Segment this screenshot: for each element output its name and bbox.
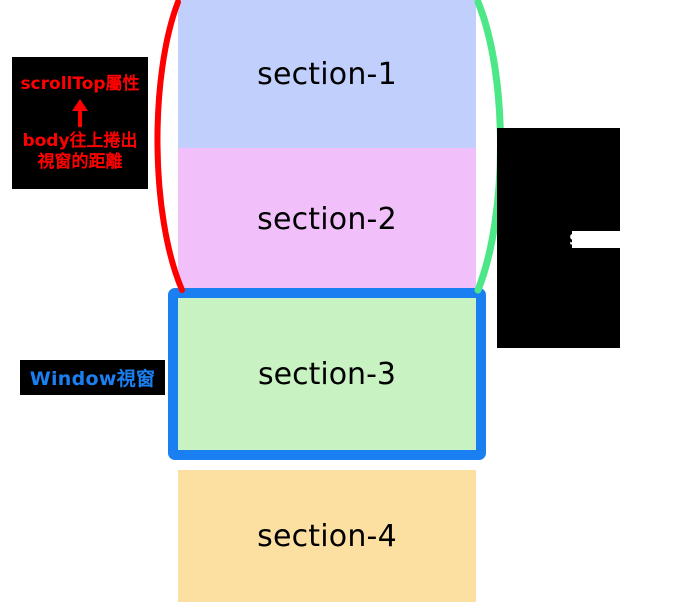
scrolltop-body-line-2: 視窗的距離 [37,151,123,172]
section-1-label: section-1 [257,56,397,92]
section-1-block: section-1 [178,0,476,148]
section-3-label: section-3 [258,356,396,392]
section-2-label: section-2 [257,201,397,237]
scrolltop-body-line-1: body往上捲出 [22,130,138,151]
up-arrow-icon [72,98,88,127]
section-2-block: section-2 [178,148,476,290]
scrolltop-annotation: scrollTop屬性 body往上捲出 視窗的距離 [12,57,148,189]
window-annotation: Window視窗 [20,360,165,395]
scrolltop-heading: scrollTop屬性 [20,73,140,94]
scroll-annotation-panel [497,128,620,348]
section-3-block: section-3 [178,298,476,450]
section-4-label: section-4 [257,518,397,554]
section-4-block: section-4 [178,470,476,602]
window-annotation-label: Window視窗 [29,368,156,390]
